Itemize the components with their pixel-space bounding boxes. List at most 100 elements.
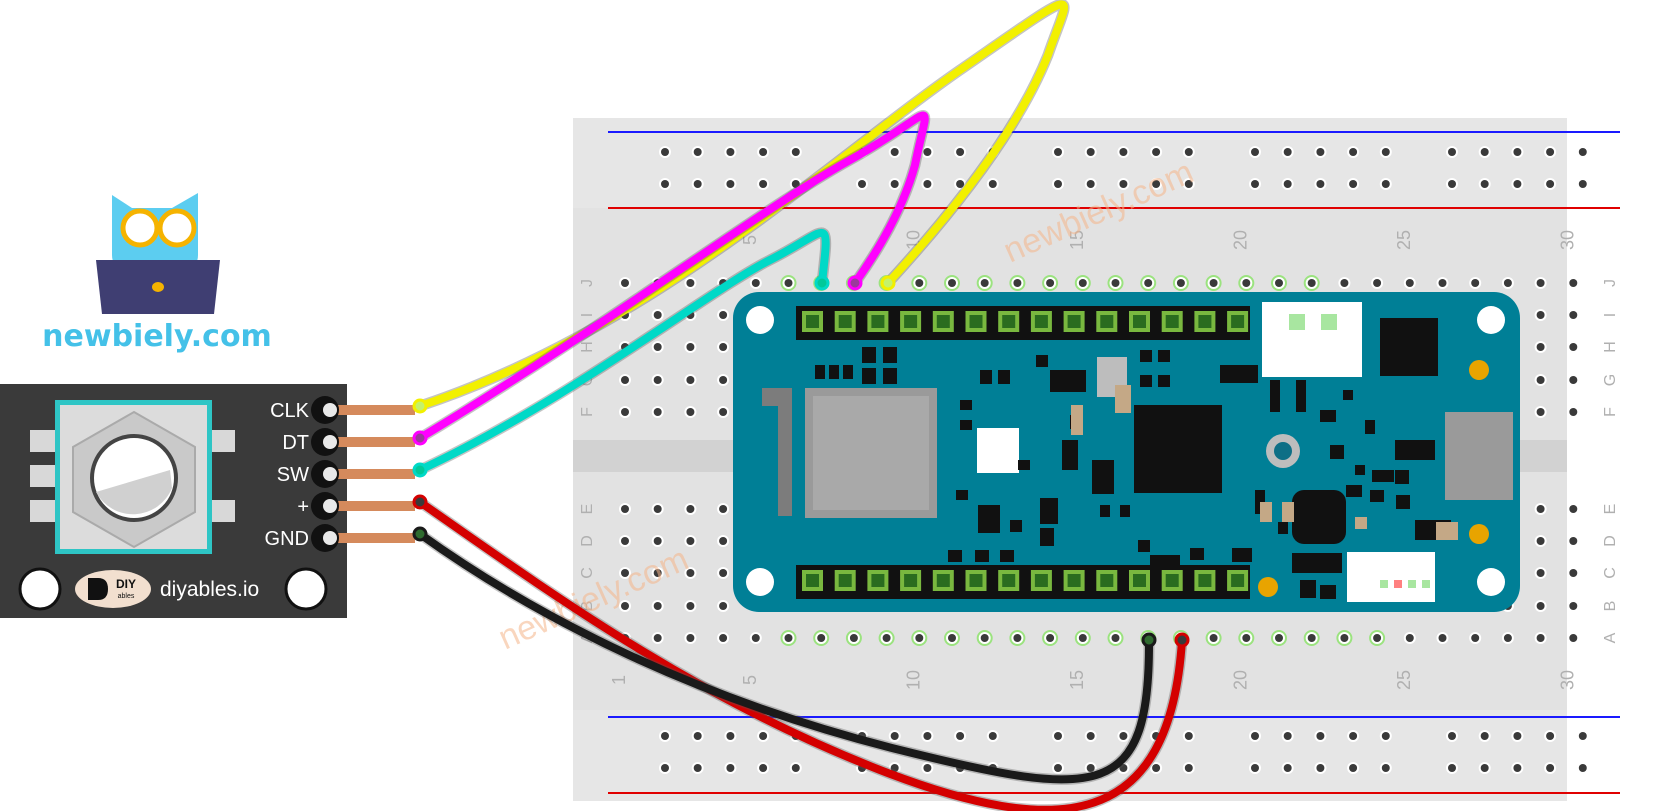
smd-component [980, 370, 992, 384]
hole-pin [1513, 764, 1522, 772]
hole-pin [1251, 180, 1259, 188]
hole-pin [1569, 505, 1578, 513]
smd-component [1062, 440, 1078, 470]
header-pad-hole [904, 574, 918, 587]
hole-pin [1349, 764, 1358, 772]
hole-pin [686, 279, 695, 287]
column-number: 10 [903, 670, 923, 690]
smd-component [1395, 470, 1409, 484]
row-letter: E [1602, 504, 1619, 515]
hole-pin [1013, 634, 1022, 642]
header-pad-hole [1165, 574, 1179, 587]
newbiely-logo: newbiely.com [42, 193, 272, 354]
smd-resistor [1282, 502, 1294, 522]
hole-pin [1536, 279, 1545, 287]
pin-leg [330, 405, 415, 415]
smd-component [1000, 550, 1014, 562]
hole-pin [1513, 732, 1522, 740]
wire-vcc-end [412, 494, 428, 510]
wire-gnd-end [1141, 632, 1157, 648]
hole-pin [1184, 148, 1193, 156]
hole-pin [686, 634, 695, 642]
wire-clk [416, 0, 1069, 410]
hole-pin [1405, 279, 1414, 287]
row-letter: C [579, 567, 596, 579]
smd-component [883, 368, 897, 384]
hole-pin [1046, 634, 1055, 642]
smd-components [815, 347, 1458, 599]
connector-pin [1408, 580, 1416, 588]
column-number: 20 [1230, 670, 1250, 690]
header-pad-hole [969, 315, 983, 328]
usb-port [1445, 412, 1513, 500]
smd-component [843, 365, 853, 379]
row-letter: H [1602, 341, 1619, 353]
smd-component [883, 347, 897, 363]
wire-dt [416, 111, 929, 442]
hole-pin [890, 764, 899, 772]
row-letter: D [1602, 535, 1619, 547]
hole-pin [1349, 732, 1358, 740]
row-letter: A [1602, 632, 1619, 643]
round-chip [1292, 490, 1346, 544]
pin-hole [323, 531, 337, 545]
smd-component [1395, 440, 1435, 460]
header-pad-hole [969, 574, 983, 587]
hole-pin [1013, 279, 1022, 287]
hole-pin [1340, 634, 1349, 642]
hole-pin [1480, 148, 1489, 156]
hole-pin [621, 537, 629, 545]
encoder-leg [205, 500, 235, 522]
hole-pin [956, 148, 965, 156]
hole-pin [980, 279, 989, 287]
smd-component [1355, 465, 1365, 475]
wire-vcc-end [1174, 632, 1190, 648]
hole-pin [726, 732, 735, 740]
hole-pin [1119, 732, 1128, 740]
row-letter: I [1602, 313, 1619, 317]
mount-hole [1477, 568, 1505, 596]
led [1469, 524, 1489, 544]
smd-component [948, 550, 962, 562]
smd-component [1140, 375, 1152, 387]
header-pad-hole [1002, 315, 1016, 328]
hole-pin [1536, 505, 1545, 513]
hole-pin [653, 311, 662, 319]
smd-component [1220, 365, 1258, 383]
hole-pin [1054, 148, 1062, 156]
hole-pin [621, 602, 629, 610]
antenna-trace [762, 388, 792, 516]
hole-pin [719, 408, 728, 416]
pin-leg [330, 533, 415, 543]
hole-pin [653, 505, 662, 513]
hole-pin [751, 634, 760, 642]
hole-pin [1381, 180, 1390, 188]
reset-button-cap [1274, 442, 1292, 460]
hole-pin [1078, 279, 1087, 287]
hole-pin [1569, 537, 1578, 545]
hole-pin [1578, 148, 1587, 156]
hole-pin [923, 180, 932, 188]
hole-pin [948, 279, 956, 287]
hole-pin [661, 764, 669, 772]
bottom-power-rail [573, 710, 1567, 801]
hole-pin [1471, 279, 1480, 287]
hole-pin [956, 180, 965, 188]
pin-leg [330, 501, 415, 511]
smd-component [998, 370, 1010, 384]
smd-resistor [1260, 502, 1272, 522]
hole-pin [1569, 343, 1578, 351]
encoder-leg [30, 500, 60, 522]
wifi-module-shield [813, 396, 929, 510]
smd-component [1036, 355, 1048, 367]
pin-leg [330, 469, 415, 479]
header-pad-hole [1198, 315, 1212, 328]
mount-hole [746, 306, 774, 334]
header-pads [802, 311, 1249, 591]
hole-pin [1086, 764, 1095, 772]
smd-component [1365, 420, 1375, 434]
crypto-chip [1380, 318, 1438, 376]
hole-pin [661, 148, 669, 156]
hole-pin [686, 602, 695, 610]
hole-pin [1448, 732, 1456, 740]
